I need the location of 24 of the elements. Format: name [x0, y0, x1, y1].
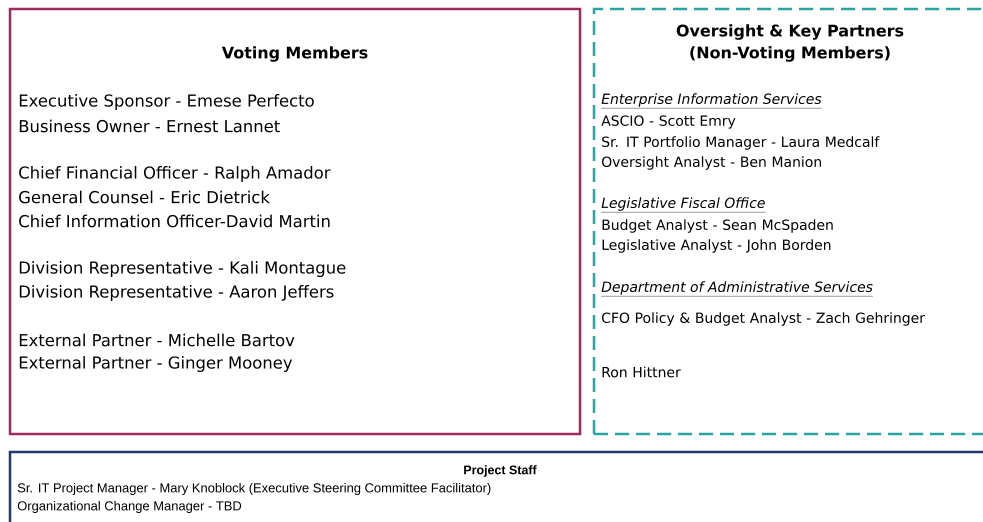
section-heading: Enterprise Information Services [601, 93, 822, 108]
member-name: Executive Sponsor - Emese Perfecto [20, 94, 314, 110]
member-name: CFO Policy & Budget Analyst - Zach Gehringer [602, 312, 925, 326]
member-name: Division Representative - Kali Montague [20, 261, 346, 277]
staff-name: Organizational Change Manager - TBD [18, 500, 242, 514]
member-name: Budget Analyst - Sean McSpaden [602, 219, 833, 233]
panel-heading: Oversight & Key Partners (Non-Voting Members) [676, 24, 904, 62]
member-name: Business Owner - Ernest Lannet [20, 120, 280, 132]
member-name: Oversight Analyst - Ben Manion [602, 156, 821, 170]
member-name: Sr. IT Portfolio Manager - Laura Medcalf [602, 136, 880, 150]
staff-name: Sr. IT Project Manager - Mary Knoblock (Executive Steering Committee Facilitator) [18, 482, 490, 496]
member-name: External Partner - Ginger Mooney [20, 356, 292, 372]
member-name: Chief Financial Officer - Ralph Amador [19, 166, 331, 182]
member-name: ASCIO - Scott Emry [601, 115, 736, 129]
member-name: Chief Information Officer-David Martin [19, 214, 330, 228]
member-name: Division Representative - Aaron Jeffers [20, 285, 334, 301]
member-name: Ron Hittner [602, 366, 681, 378]
member-name: General Counsel - Eric Dietrick [19, 190, 270, 204]
section-heading: Department of Administrative Services [601, 281, 874, 296]
panel-heading: Voting Members [222, 46, 368, 62]
member-name: External Partner - Michelle Bartov [20, 334, 294, 346]
section-heading: Legislative Fiscal Office [601, 197, 766, 212]
member-name: Legislative Analyst - John Borden [602, 239, 830, 253]
panel-heading: Project Staff [464, 465, 537, 477]
